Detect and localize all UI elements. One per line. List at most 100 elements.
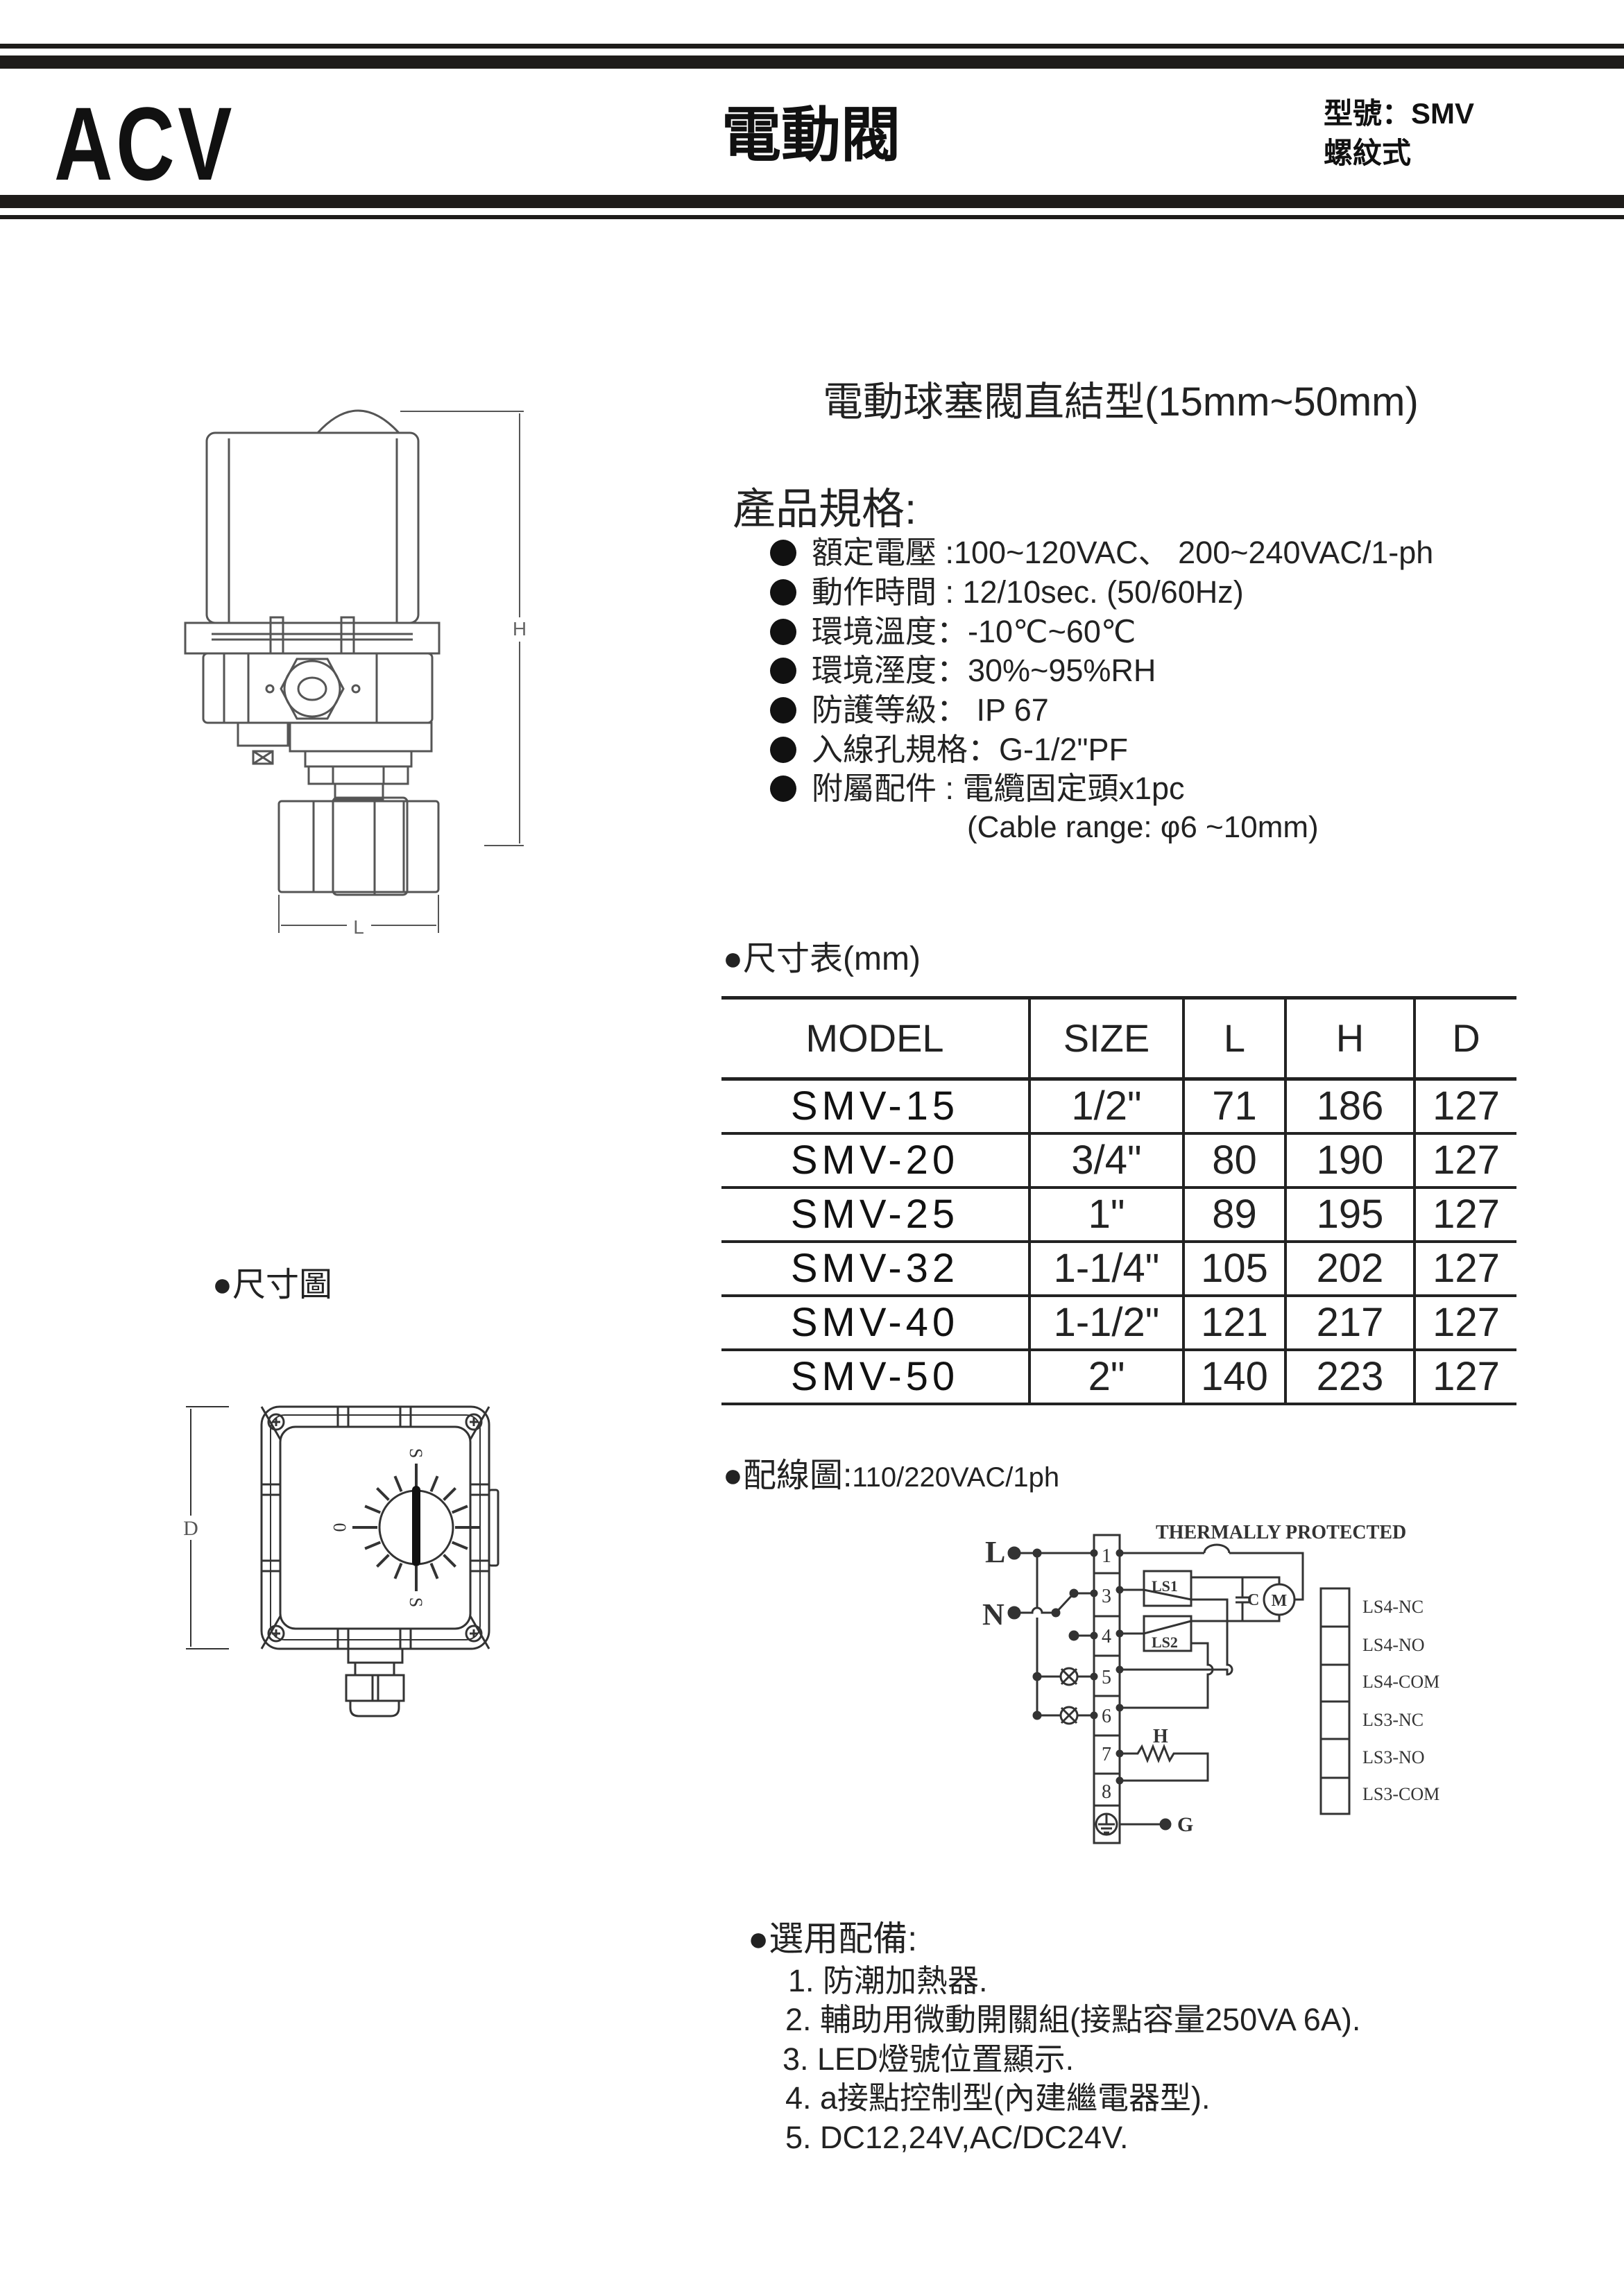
wiring-title: ●配線圖: bbox=[723, 1457, 853, 1494]
dial-tick bbox=[429, 1562, 439, 1579]
dial-tick bbox=[443, 1554, 456, 1568]
spec-text: 額定電壓 :100~120VAC、 200~240VAC/1-ph bbox=[812, 535, 1434, 570]
table-cell: SMV-20 bbox=[721, 1133, 1029, 1189]
option-item: 3. LED燈號位置顯示. bbox=[783, 2041, 1075, 2077]
page-title: 電動閥 bbox=[721, 102, 900, 169]
model-caption: 型號： bbox=[1324, 97, 1412, 130]
terminal-label: 3 bbox=[1102, 1586, 1111, 1607]
dim-label-h: H bbox=[513, 618, 527, 640]
dial-label-bottom: S bbox=[406, 1597, 426, 1607]
dial-pointer bbox=[412, 1486, 420, 1566]
spec-item: 動作時間 : 12/10sec. (50/60Hz) bbox=[770, 576, 1244, 608]
dial-tick bbox=[451, 1541, 468, 1550]
spec-item: 入線孔規格：G-1/2"PF bbox=[770, 734, 1128, 765]
terminal-label: 7 bbox=[1102, 1744, 1111, 1765]
column-header: MODEL bbox=[721, 996, 1029, 1081]
connection-type: 螺紋式 bbox=[1324, 137, 1412, 169]
header-rule-thin-top bbox=[0, 44, 1624, 49]
contact-label: LS4-NC bbox=[1362, 1597, 1424, 1617]
table-cell: 2" bbox=[1028, 1350, 1183, 1405]
table-cell: 121 bbox=[1182, 1296, 1285, 1351]
spec-item: 附屬配件 : 電纜固定頭x1pc bbox=[770, 773, 1185, 804]
dim-label-l: L bbox=[353, 916, 364, 938]
lamp-icon bbox=[1059, 1667, 1079, 1686]
capacitor-label: C bbox=[1247, 1591, 1259, 1609]
column-header: SIZE bbox=[1028, 996, 1183, 1081]
model-value: SMV bbox=[1411, 97, 1475, 130]
screw-icon bbox=[267, 1625, 285, 1643]
model-label: 型號：SMV bbox=[1324, 99, 1474, 128]
bullet-icon bbox=[770, 579, 796, 606]
spec-text: 附屬配件 : 電纜固定頭x1pc bbox=[812, 771, 1185, 806]
terminal-label: 5 bbox=[1102, 1667, 1111, 1688]
table-cell: 186 bbox=[1284, 1079, 1414, 1135]
screw-icon bbox=[465, 1625, 483, 1643]
column-header: H bbox=[1284, 996, 1414, 1081]
spec-text: 動作時間 : 12/10sec. (50/60Hz) bbox=[812, 574, 1244, 610]
spec-text: 環境溫度：-10℃~60℃ bbox=[812, 614, 1136, 649]
table-cell: 127 bbox=[1413, 1350, 1516, 1405]
options-heading: ●選用配備: bbox=[748, 1919, 918, 1958]
bullet-icon bbox=[770, 737, 796, 763]
table-cell: 223 bbox=[1284, 1350, 1414, 1405]
terminal-label: 4 bbox=[1102, 1626, 1111, 1647]
terminal-label: 6 bbox=[1102, 1706, 1111, 1727]
table-cell: 127 bbox=[1413, 1079, 1516, 1135]
bullet-icon bbox=[770, 658, 796, 684]
table-cell: 190 bbox=[1284, 1133, 1414, 1189]
table-cell: 127 bbox=[1413, 1133, 1516, 1189]
contact-label: LS4-NO bbox=[1362, 1635, 1425, 1655]
spec-item: 環境溼度：30%~95%RH bbox=[770, 655, 1156, 686]
screw-icon bbox=[267, 1413, 285, 1431]
table-cell: 1-1/4" bbox=[1028, 1242, 1183, 1297]
table-cell: 127 bbox=[1413, 1296, 1516, 1351]
spec-item: 額定電壓 :100~120VAC、 200~240VAC/1-ph bbox=[770, 537, 1433, 568]
table-header-row: MODEL SIZE L H D bbox=[721, 996, 1516, 1081]
brand-logo: ACV bbox=[54, 85, 236, 202]
table-cell: 71 bbox=[1182, 1079, 1285, 1135]
dial-tick bbox=[376, 1554, 390, 1568]
option-item: 4. a接點控制型(內建繼電器型). bbox=[785, 2080, 1211, 2116]
contact-label: LS3-COM bbox=[1362, 1784, 1439, 1804]
terminal-strip bbox=[1093, 1534, 1121, 1844]
heater-label: H bbox=[1153, 1726, 1168, 1747]
spec-text: 防護等級： IP 67 bbox=[812, 692, 1049, 728]
table-cell: 1/2" bbox=[1028, 1079, 1183, 1135]
specs-heading: 產品規格: bbox=[733, 486, 917, 533]
terminal-label: 8 bbox=[1102, 1781, 1111, 1803]
wiring-heading: ●配線圖:110/220VAC/1ph bbox=[723, 1459, 1059, 1493]
table-cell: SMV-25 bbox=[721, 1188, 1029, 1243]
ls2-label: LS2 bbox=[1152, 1634, 1178, 1651]
motor-label: M bbox=[1272, 1592, 1288, 1610]
table-cell: 202 bbox=[1284, 1242, 1414, 1297]
dial-tick bbox=[393, 1562, 403, 1579]
line-label: L bbox=[985, 1535, 1005, 1569]
table-cell: 80 bbox=[1182, 1133, 1285, 1189]
dial-tick bbox=[443, 1487, 456, 1501]
spec-item: 環境溫度：-10℃~60℃ bbox=[770, 616, 1136, 647]
table-cell: SMV-32 bbox=[721, 1242, 1029, 1297]
dial-tick bbox=[364, 1541, 382, 1550]
lamp-icon bbox=[1059, 1706, 1079, 1725]
ground-icon bbox=[1095, 1812, 1118, 1836]
header-rule-thick-bottom bbox=[0, 195, 1624, 208]
bullet-icon bbox=[770, 619, 796, 645]
cable-range-note: (Cable range: φ6 ~10mm) bbox=[967, 810, 1319, 844]
ground-label: G bbox=[1177, 1813, 1193, 1836]
wiring-diagram: THERMALLY PROTECTED L N G H C M LS1 LS2 … bbox=[982, 1522, 1439, 1844]
table-cell: 195 bbox=[1284, 1188, 1414, 1243]
motor-icon bbox=[1263, 1583, 1296, 1616]
terminal-label: 1 bbox=[1102, 1545, 1111, 1567]
product-title: 電動球塞閥直結型(15mm~50mm) bbox=[823, 379, 1419, 425]
column-header: L bbox=[1182, 996, 1285, 1081]
table-cell: 140 bbox=[1182, 1350, 1285, 1405]
contact-label: LS3-NC bbox=[1362, 1710, 1424, 1730]
dial-tick bbox=[364, 1505, 382, 1514]
